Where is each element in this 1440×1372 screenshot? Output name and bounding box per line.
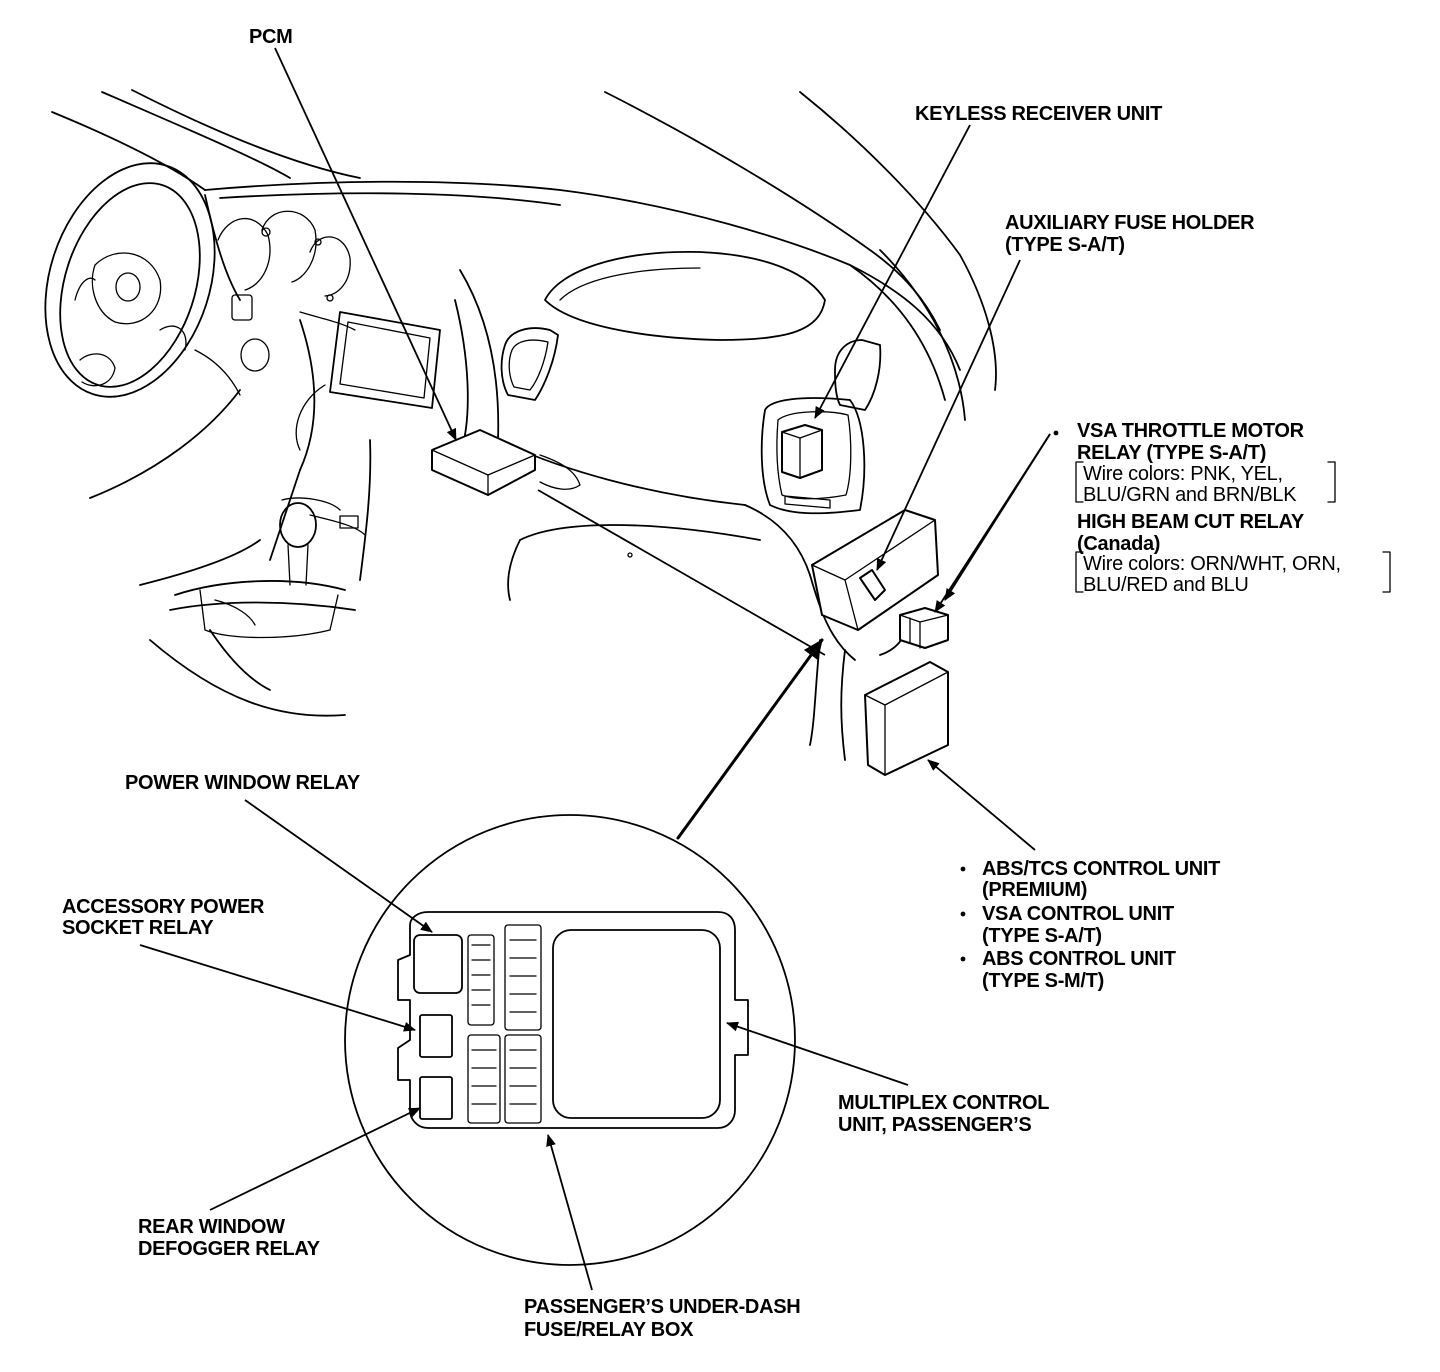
abs-control-unit [864, 661, 949, 776]
leader-lines [139, 47, 1051, 1291]
label-vsa-relay-type: RELAY (TYPE S-A/T) [1077, 442, 1266, 464]
label-vsa-wire-1: Wire colors: PNK, YEL, [1083, 463, 1283, 485]
label-abs-tcs-premium: (PREMIUM) [982, 879, 1087, 901]
pcm-box [431, 429, 536, 496]
label-aux-fuse-type: (TYPE S-A/T) [1005, 234, 1125, 256]
bullets [960, 430, 1059, 962]
keyless-receiver-unit [781, 424, 823, 479]
label-abs-control-type: (TYPE S-M/T) [982, 970, 1104, 992]
label-abs-control: ABS CONTROL UNIT [982, 948, 1176, 970]
label-fuse-relay-box: FUSE/RELAY BOX [524, 1319, 694, 1341]
relay-pair [899, 607, 949, 649]
label-multiplex-passenger: UNIT, PASSENGER’S [838, 1114, 1031, 1136]
label-keyless-receiver: KEYLESS RECEIVER UNIT [915, 103, 1162, 125]
dashboard-artwork [44, 89, 997, 761]
label-socket-relay: SOCKET RELAY [62, 917, 214, 939]
labels: PCM KEYLESS RECEIVER UNIT AUXILIARY FUSE… [62, 26, 1341, 1341]
label-abs-tcs: ABS/TCS CONTROL UNIT [982, 858, 1220, 880]
label-under-dash: PASSENGER’S UNDER-DASH [524, 1296, 800, 1318]
label-high-beam-canada: (Canada) [1077, 533, 1160, 555]
label-power-window-relay: POWER WINDOW RELAY [125, 772, 361, 794]
label-vsa-wire-2: BLU/GRN and BRN/BLK [1083, 484, 1297, 506]
label-hb-wire-2: BLU/RED and BLU [1083, 574, 1249, 596]
label-multiplex: MULTIPLEX CONTROL [838, 1092, 1049, 1114]
label-defogger-relay: DEFOGGER RELAY [138, 1238, 321, 1260]
label-high-beam-relay: HIGH BEAM CUT RELAY [1077, 511, 1305, 533]
wire-color-brackets [1075, 461, 1391, 593]
label-vsa-relay: VSA THROTTLE MOTOR [1077, 420, 1305, 442]
label-vsa-control: VSA CONTROL UNIT [982, 903, 1174, 925]
zoom-detail-circle [344, 814, 796, 1266]
label-pcm: PCM [249, 26, 293, 48]
label-accessory-power: ACCESSORY POWER [62, 896, 265, 918]
label-vsa-control-type: (TYPE S-A/T) [982, 925, 1102, 947]
label-aux-fuse-holder: AUXILIARY FUSE HOLDER [1005, 212, 1255, 234]
label-hb-wire-1: Wire colors: ORN/WHT, ORN, [1083, 553, 1341, 575]
label-rear-window: REAR WINDOW [138, 1216, 285, 1238]
